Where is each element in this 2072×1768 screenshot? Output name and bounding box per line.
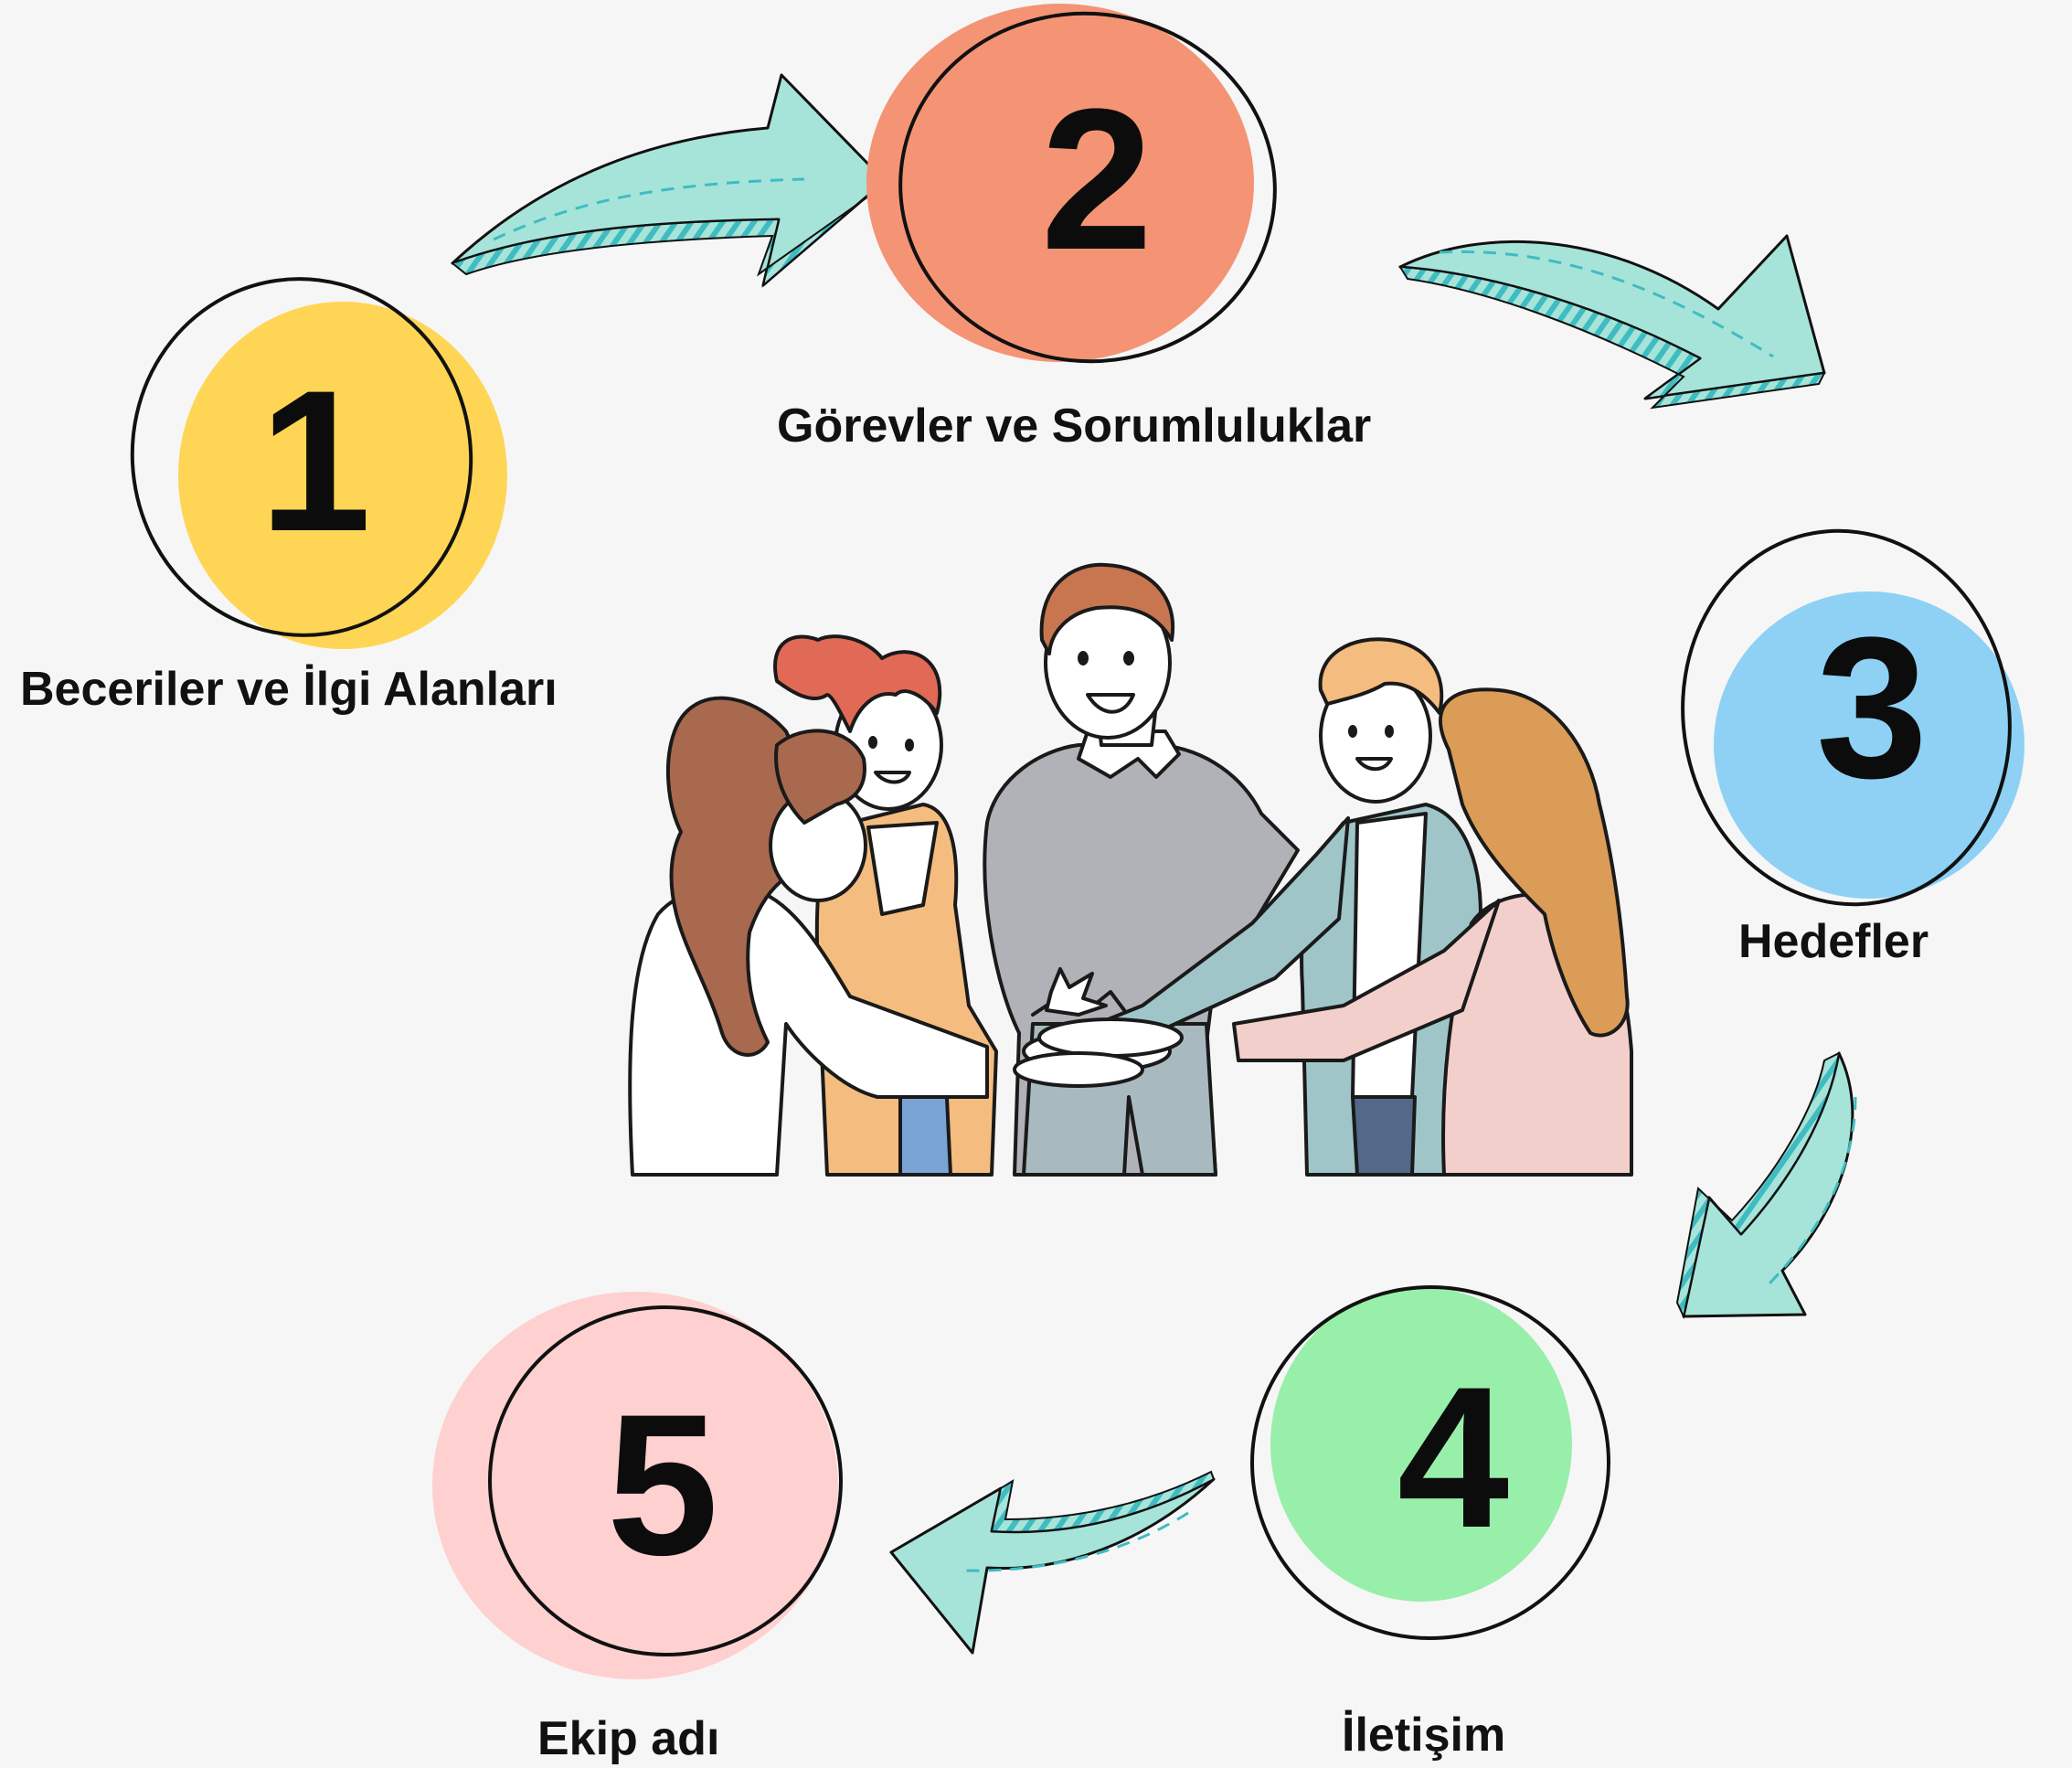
step-1-label: Beceriler ve İlgi Alanları	[20, 663, 558, 716]
step-4-badge: 4	[1250, 1284, 1610, 1641]
step-4-label: İletişim	[1342, 1709, 1506, 1762]
person-long-hair-pink-sweater	[1232, 687, 1633, 1177]
sparkle-icon	[1045, 967, 1108, 1017]
arrow-1-to-2	[450, 73, 887, 288]
person-gray-sweater	[983, 562, 1300, 1177]
step-3-number: 3	[1816, 595, 1928, 820]
arrow-3-to-4	[1675, 1051, 1857, 1320]
step-5-badge: 5	[432, 1292, 843, 1679]
step-5-number: 5	[607, 1372, 718, 1597]
arrow-4-to-5	[889, 1470, 1216, 1655]
step-4-color-disc	[1270, 1287, 1572, 1602]
step-3-outline	[1681, 528, 2012, 907]
step-4-number: 4	[1397, 1345, 1509, 1570]
team-hands-together-illustration	[628, 562, 1633, 1177]
step-1-color-disc	[178, 302, 507, 649]
step-5-color-disc	[432, 1292, 838, 1679]
step-1-number: 1	[260, 348, 371, 573]
step-2-color-disc	[866, 4, 1254, 362]
step-2-outline	[898, 11, 1277, 364]
step-5-outline	[488, 1305, 843, 1657]
step-3-badge: 3	[1681, 528, 2024, 907]
step-2-number: 2	[1041, 67, 1153, 292]
person-brown-hair-white-shirt	[628, 696, 989, 1177]
step-2-label: Görevler ve Sorumluluklar	[777, 399, 1372, 453]
step-1-badge: 1	[130, 277, 507, 649]
step-3-label: Hedefler	[1738, 915, 1929, 968]
step-5-label: Ekip adı	[537, 1712, 720, 1765]
step-1-outline	[130, 277, 473, 637]
step-4-outline	[1250, 1284, 1610, 1641]
arrow-2-to-3	[1398, 234, 1826, 410]
step-2-badge: 2	[866, 4, 1277, 364]
step-3-color-disc	[1714, 591, 2024, 899]
